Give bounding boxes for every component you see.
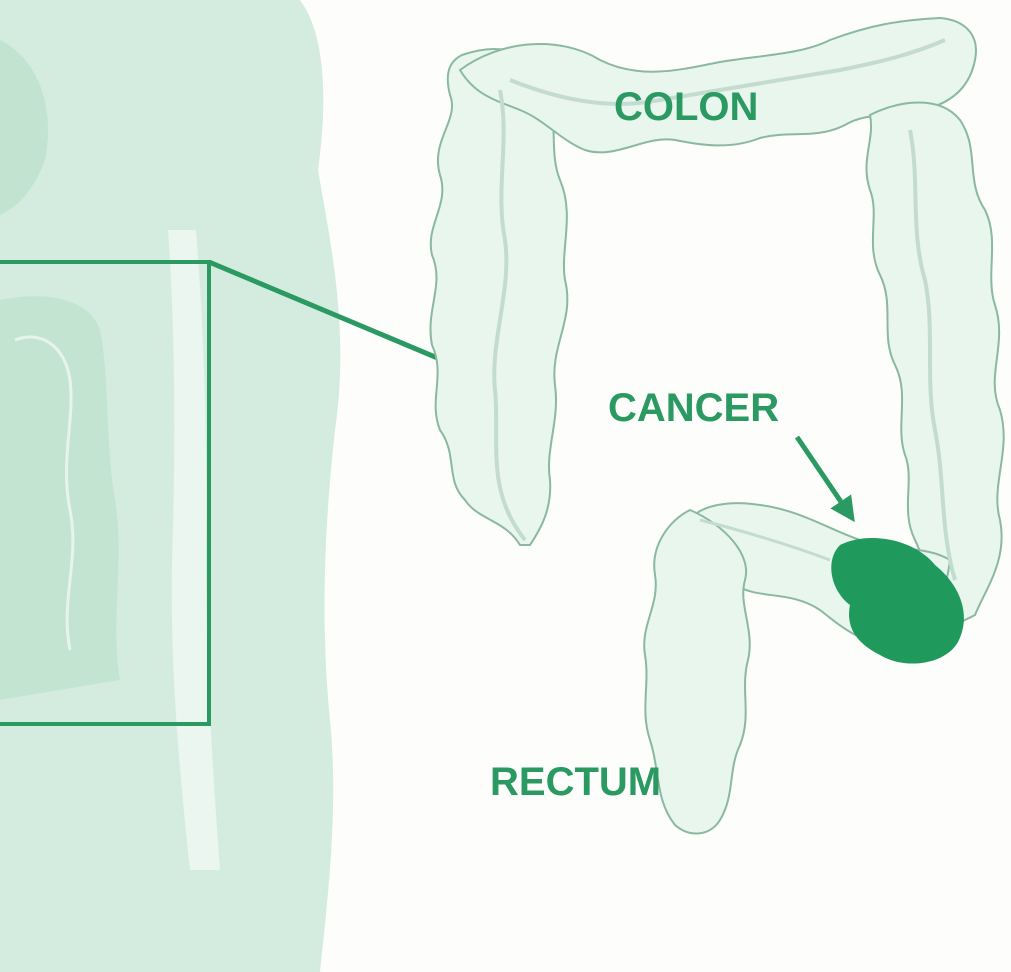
- inner-intestine-sketch: [0, 296, 120, 700]
- cancer-arrow: [797, 437, 852, 518]
- rectum-label: RECTUM: [490, 760, 661, 804]
- cancer-label: CANCER: [608, 386, 779, 430]
- body-silhouette: [0, 0, 340, 972]
- colon-label: COLON: [614, 85, 758, 129]
